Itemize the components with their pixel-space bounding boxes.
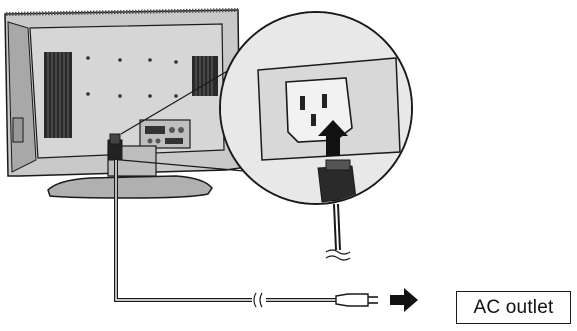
tv-top-ribs [5,8,239,16]
ac-outlet-label: AC outlet [456,291,571,324]
tv-vent-left [44,52,72,138]
arrow-right-icon [390,288,418,312]
tv-terminal-panel [139,119,191,149]
tv-side-port [12,117,24,143]
insert-arrow-icon [318,120,348,156]
power-plug [335,293,378,307]
tv-stand-base [47,175,213,199]
tv-rear-panel [4,8,241,199]
power-cord-extension [325,203,351,261]
tv-mount-screws [86,56,178,98]
ac-inlet-zoom [219,11,413,205]
inlet-pins [300,94,327,126]
power-cord [114,160,336,308]
